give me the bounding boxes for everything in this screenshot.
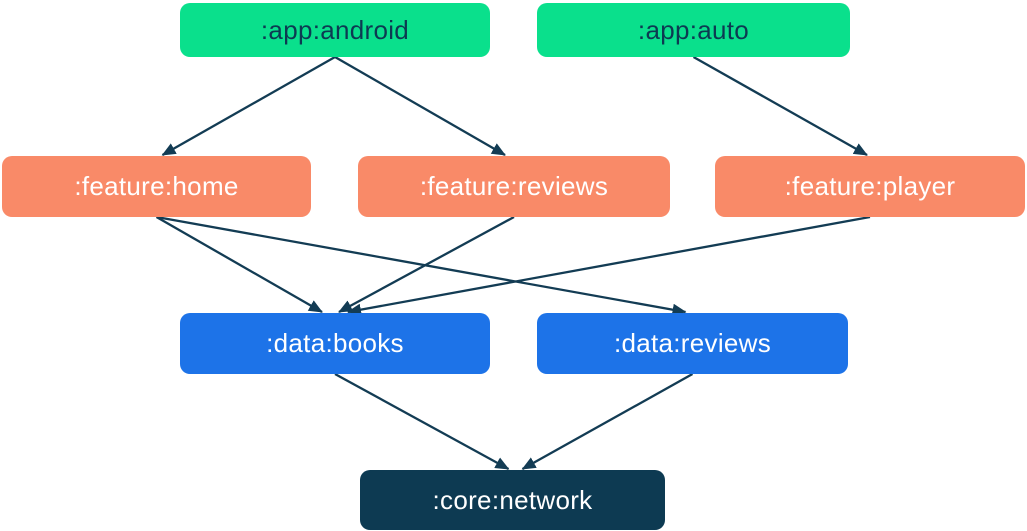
node-core-network: :core:network — [360, 470, 665, 530]
edge-app-android-to-feature-home — [161, 56, 336, 156]
node-feature-reviews: :feature:reviews — [358, 156, 670, 217]
edge-app-android-to-feature-reviews — [334, 56, 506, 156]
edge-feature-reviews-to-data-books — [338, 215, 515, 314]
edge-app-auto-to-feature-player — [692, 55, 868, 157]
edges — [155, 55, 871, 471]
node-label: :feature:home — [74, 171, 239, 201]
node-label: :feature:player — [784, 171, 956, 201]
node-label: :data:books — [266, 328, 404, 358]
node-label: :data:reviews — [613, 328, 772, 358]
node-feature-player: :feature:player — [715, 156, 1025, 217]
edge-feature-player-to-data-books — [347, 215, 871, 316]
node-data-books: :data:books — [180, 313, 490, 374]
edge-data-reviews-to-core-network — [521, 372, 694, 471]
node-label: :app:auto — [637, 14, 750, 45]
node-label: :feature:reviews — [419, 171, 609, 201]
edge-feature-home-to-data-reviews — [156, 215, 687, 316]
node-feature-home: :feature:home — [2, 156, 311, 217]
node-label: :app:android — [260, 14, 410, 45]
edge-data-books-to-core-network — [334, 372, 510, 471]
edge-feature-home-to-data-books — [155, 216, 323, 313]
node-data-reviews: :data:reviews — [537, 313, 848, 374]
node-app-android: :app:android — [180, 3, 490, 57]
node-label: :core:network — [432, 484, 593, 515]
node-app-auto: :app:auto — [537, 3, 850, 57]
